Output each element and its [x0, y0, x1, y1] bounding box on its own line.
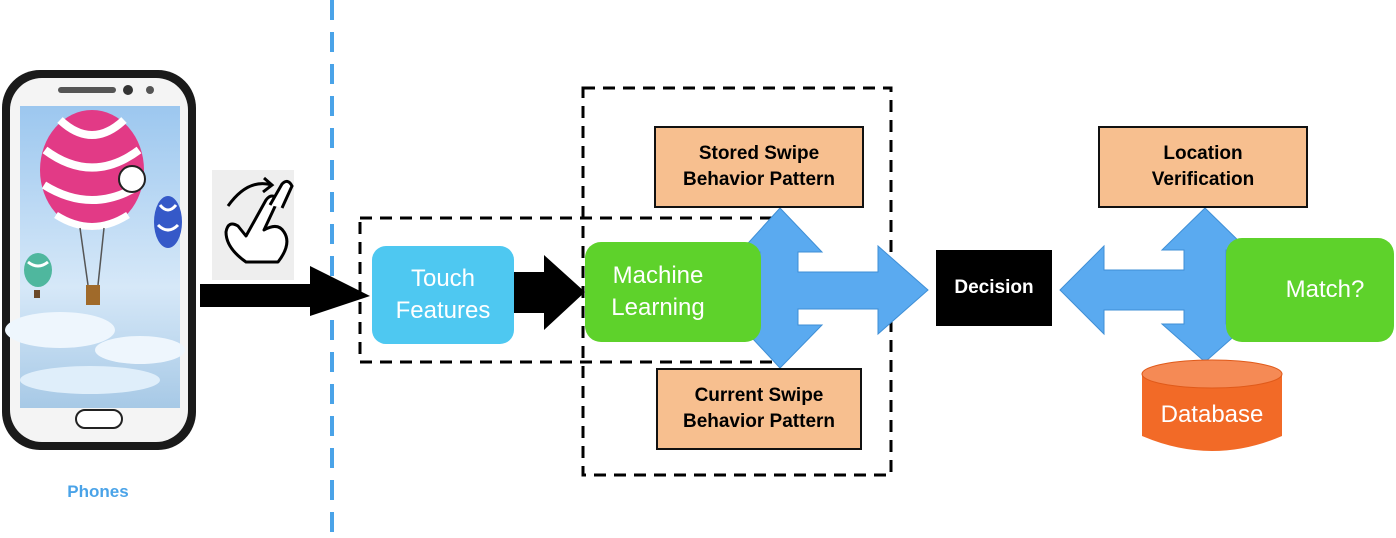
decision-box: Decision — [936, 250, 1052, 326]
arrow-phone-to-touch — [200, 266, 370, 316]
database-label: Database — [1160, 401, 1264, 428]
arrow-touch-to-ml — [512, 255, 585, 330]
arrow-ml-cross — [738, 207, 929, 369]
location-verification-box: Location Verification — [1098, 126, 1308, 208]
phones-label: Phones — [67, 482, 129, 501]
database-icon — [1141, 359, 1283, 451]
current-swipe-pattern-box: Current Swipe Behavior Pattern — [656, 368, 862, 450]
touch-features-box: Touch Features — [372, 246, 514, 344]
match-box: Match? — [1226, 238, 1394, 342]
arrow-match-cross — [1059, 207, 1250, 363]
smartphone-icon — [2, 70, 196, 450]
hand-swipe-icon — [212, 170, 294, 280]
stored-swipe-pattern-box: Stored Swipe Behavior Pattern — [654, 126, 864, 208]
touch-point-icon — [118, 165, 146, 193]
machine-learning-box: Machine Learning — [585, 242, 761, 342]
